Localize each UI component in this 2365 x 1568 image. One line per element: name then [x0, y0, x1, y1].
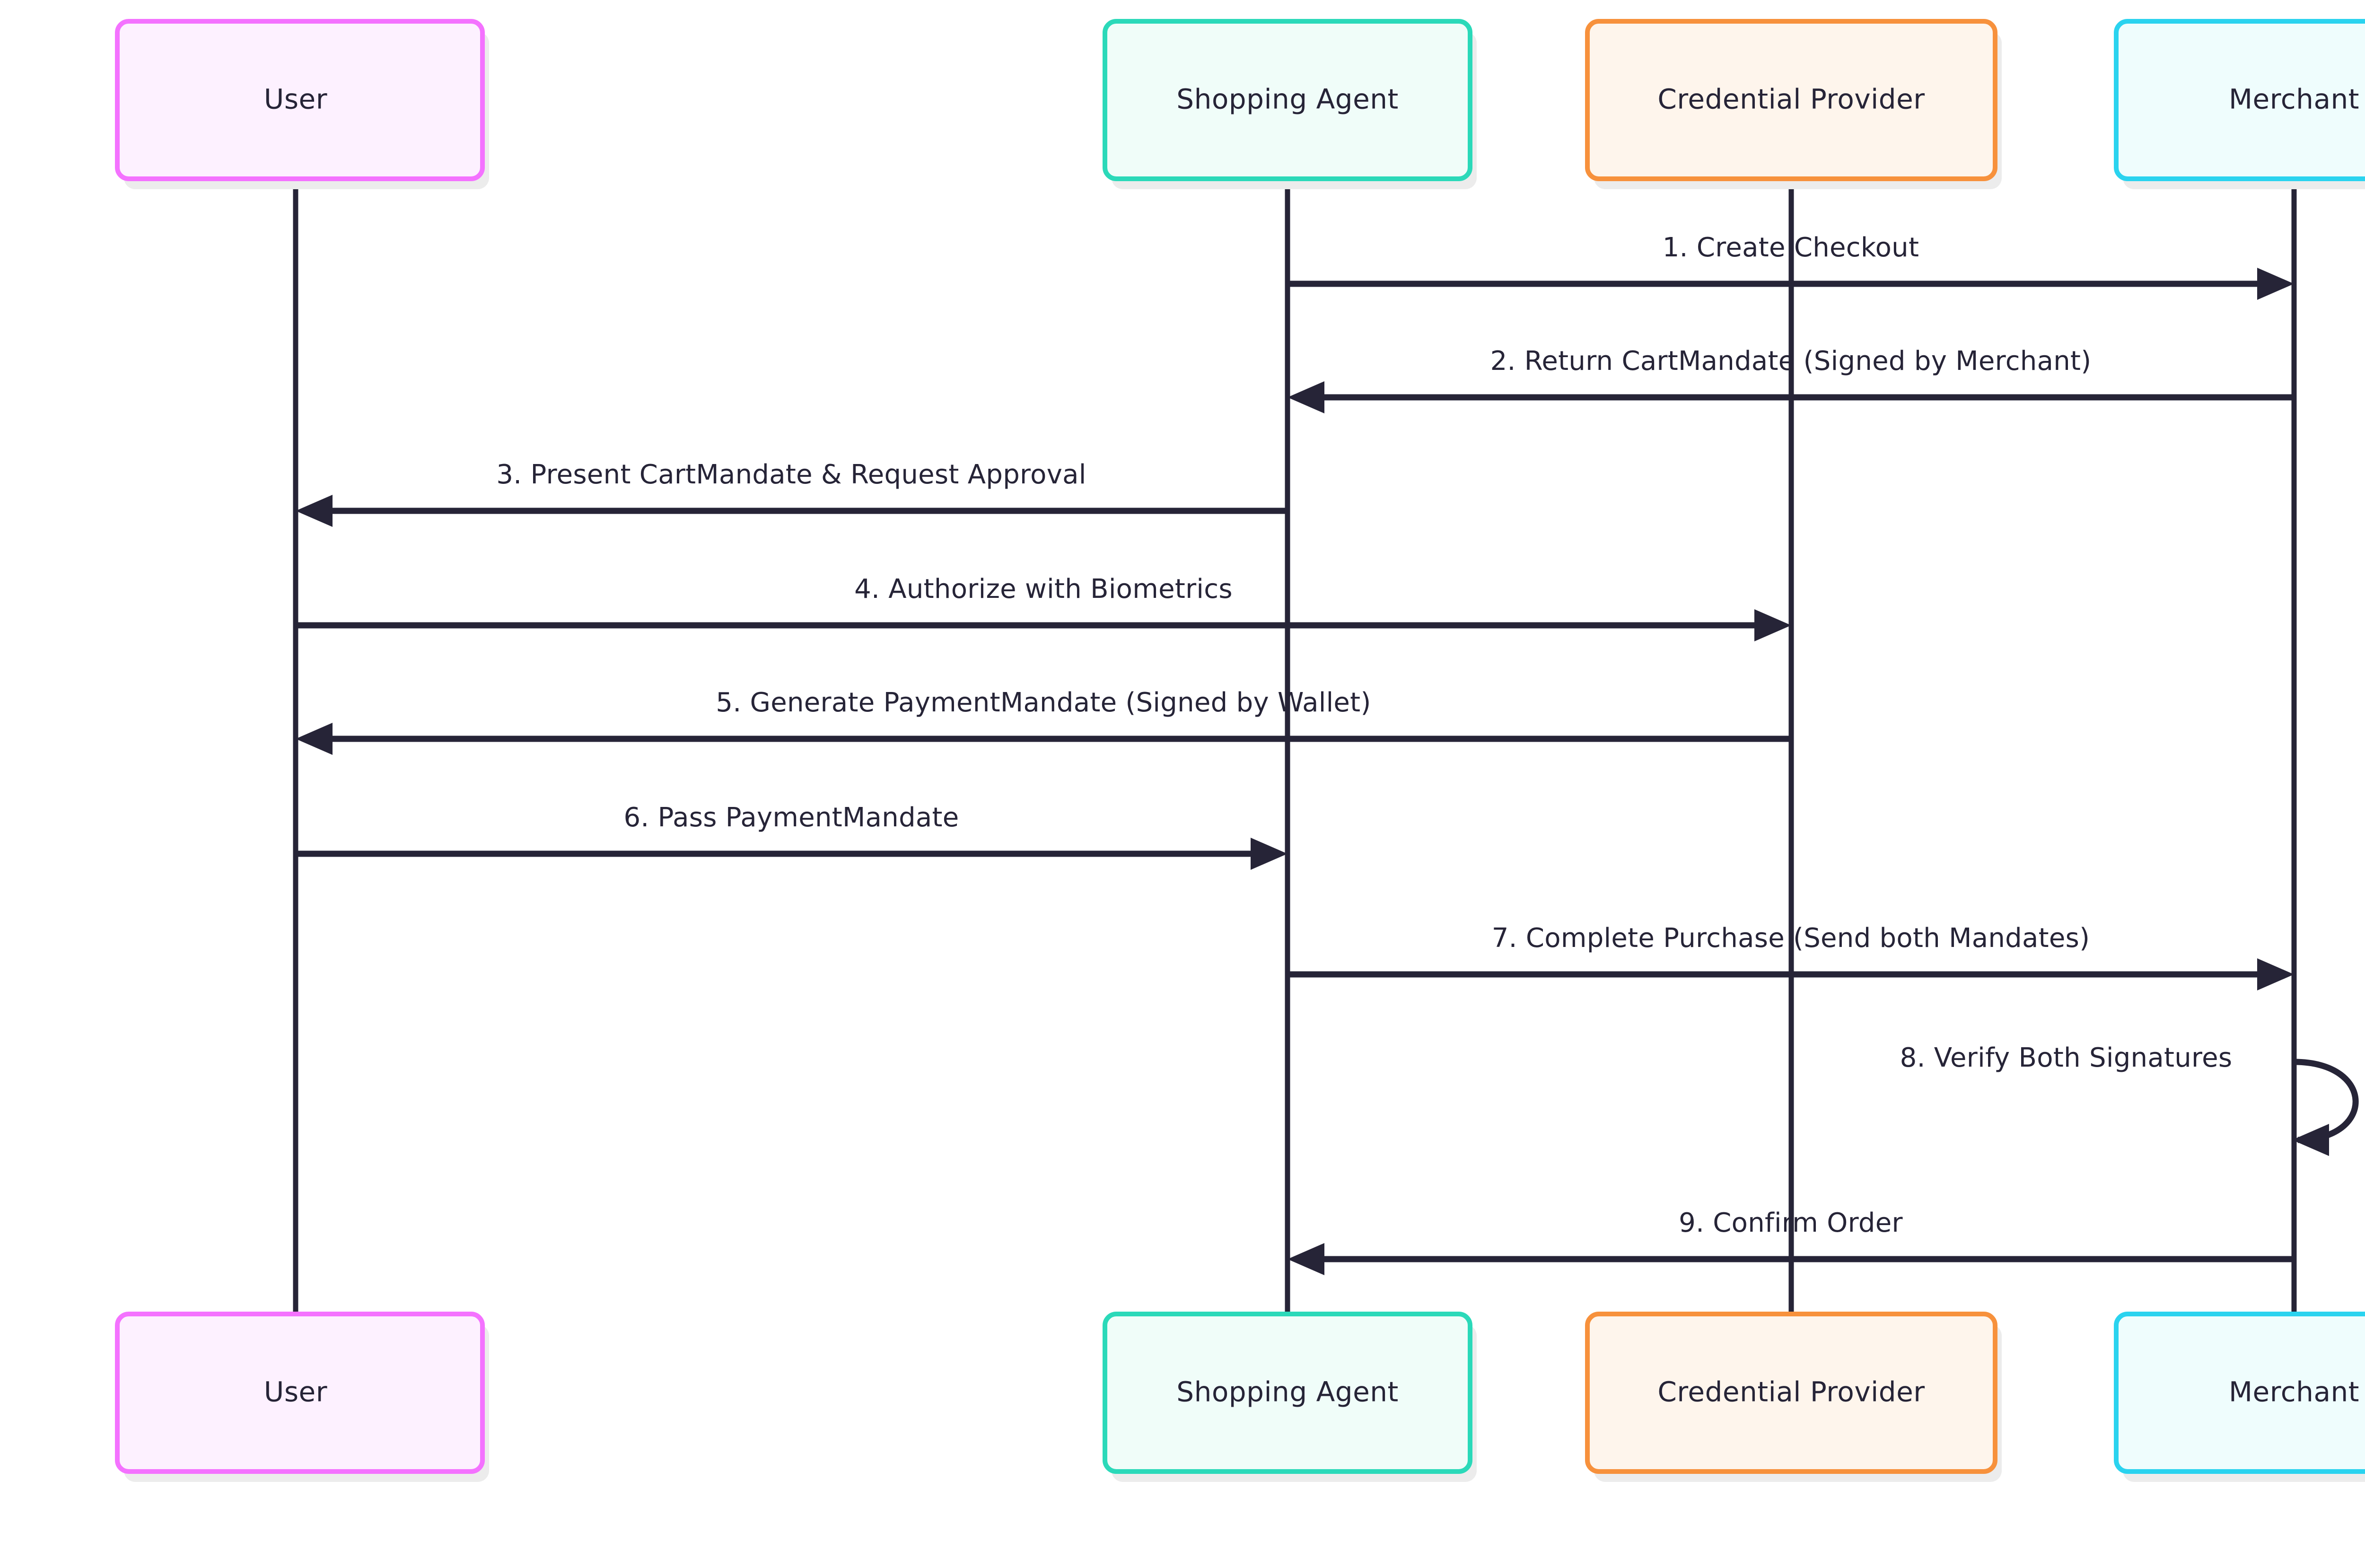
message-label-4: 4. Authorize with Biometrics — [854, 574, 1233, 604]
message-label-6: 6. Pass PaymentMandate — [623, 802, 959, 833]
participant-box-credential-provider-bottom[interactable] — [1585, 1312, 1997, 1474]
arrowhead-7 — [2257, 958, 2294, 990]
participant-box-merchant-top[interactable] — [2114, 19, 2365, 181]
participant-box-shopping-agent-bottom[interactable] — [1103, 1312, 1472, 1474]
participant-box-user-bottom[interactable] — [115, 1312, 485, 1474]
participant-label-merchant-bottom: Merchant — [2229, 1376, 2359, 1408]
message-label-7: 7. Complete Purchase (Send both Mandates… — [1492, 923, 2090, 954]
participant-label-shopping-agent-top: Shopping Agent — [1176, 83, 1399, 115]
participant-box-merchant-bottom[interactable] — [2114, 1312, 2365, 1474]
arrowhead-8 — [2292, 1124, 2329, 1156]
message-5[interactable]: 5. Generate PaymentMandate (Signed by Wa… — [296, 687, 1791, 755]
participant-label-shopping-agent-bottom: Shopping Agent — [1176, 1376, 1399, 1408]
participant-boxes-bottom: User Shopping Agent Credential Provider Mer… — [115, 1312, 2365, 1482]
arrowhead-4 — [1754, 609, 1791, 641]
arrowhead-2 — [1288, 381, 1324, 413]
message-6[interactable]: 6. Pass PaymentMandate — [296, 802, 1288, 870]
arrowhead-9 — [1288, 1243, 1324, 1275]
message-label-1: 1. Create Checkout — [1663, 232, 1919, 263]
lifelines-group — [293, 179, 2297, 1314]
message-label-3: 3. Present CartMandate & Request Approva… — [496, 459, 1086, 490]
message-1[interactable]: 1. Create Checkout — [1288, 232, 2294, 300]
message-8[interactable]: 8. Verify Both Signatures — [1900, 1042, 2359, 1156]
message-3[interactable]: 3. Present CartMandate & Request Approva… — [296, 459, 1288, 527]
participant-label-user-bottom: User — [264, 1376, 327, 1408]
participant-label-merchant-top: Merchant — [2229, 83, 2359, 115]
message-2[interactable]: 2. Return CartMandate (Signed by Merchan… — [1288, 346, 2294, 413]
arrowhead-1 — [2257, 268, 2294, 300]
message-label-8: 8. Verify Both Signatures — [1900, 1042, 2233, 1073]
participant-boxes-top: User Shopping Agent Credential Provider Mer… — [115, 19, 2365, 189]
message-label-5: 5. Generate PaymentMandate (Signed by Wa… — [716, 687, 1371, 718]
message-4[interactable]: 4. Authorize with Biometrics — [296, 574, 1791, 641]
message-9[interactable]: 9. Confirm Order — [1288, 1208, 2294, 1275]
arrowhead-5 — [296, 723, 333, 755]
arrowhead-3 — [296, 495, 333, 527]
participant-box-credential-provider-top[interactable] — [1585, 19, 1997, 181]
messages-group: 1. Create Checkout 2. Return CartMandate … — [296, 232, 2359, 1275]
message-label-2: 2. Return CartMandate (Signed by Merchan… — [1490, 346, 2092, 377]
participant-label-credential-provider-bottom: Credential Provider — [1657, 1376, 1925, 1408]
arrowhead-6 — [1251, 838, 1288, 870]
message-label-9: 9. Confirm Order — [1679, 1208, 1903, 1238]
participant-label-user-top: User — [264, 83, 327, 115]
participant-box-shopping-agent-top[interactable] — [1103, 19, 1472, 181]
message-7[interactable]: 7. Complete Purchase (Send both Mandates… — [1288, 923, 2294, 990]
participant-label-credential-provider-top: Credential Provider — [1657, 83, 1925, 115]
participant-box-user-top[interactable] — [115, 19, 485, 181]
